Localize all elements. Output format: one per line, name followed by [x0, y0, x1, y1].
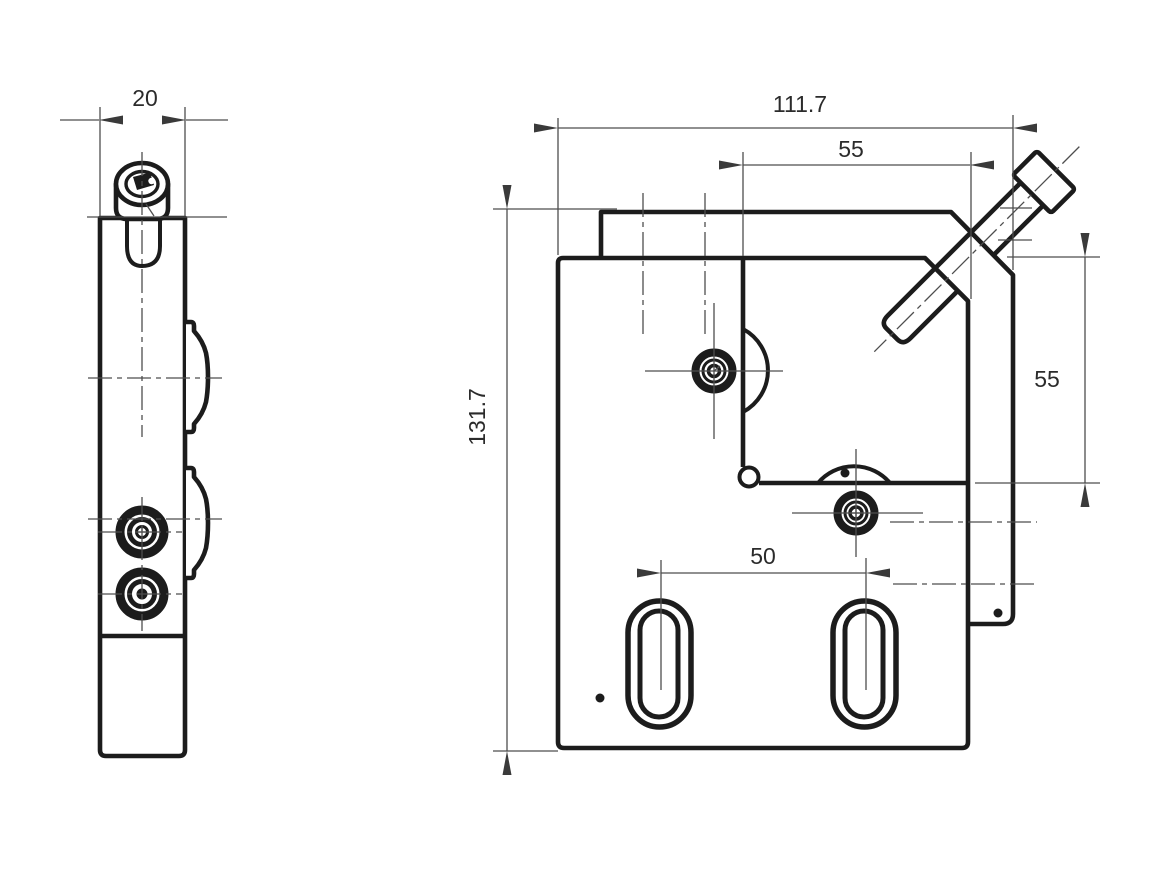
dim-step-height-label: 55	[1034, 366, 1060, 392]
angled-screw-shank-edge	[933, 181, 1023, 270]
dome-arc-2	[816, 464, 892, 485]
front-plate-outline	[555, 255, 971, 751]
dome-bump-1	[186, 319, 211, 435]
dim-overall-width-label: 111.7	[773, 91, 827, 117]
dim-slot-spacing-label: 50	[750, 543, 776, 569]
side-view: 20	[60, 85, 228, 759]
angled-screw-shank-edge	[992, 203, 1045, 257]
hex-socket	[133, 172, 154, 190]
socket-highlight	[148, 177, 155, 185]
dim-step-width: 55	[719, 136, 994, 299]
dim-side-width-label: 20	[132, 85, 158, 111]
screw-shank	[125, 219, 162, 269]
step-cutout	[737, 260, 966, 489]
angled-screw-axis	[873, 146, 1080, 353]
side-plate-outline	[97, 215, 188, 759]
screw-tick	[145, 203, 155, 217]
corner-relief-hole	[737, 465, 761, 489]
dim-overall-height: 131.7	[464, 185, 617, 775]
dim-step-width-label: 55	[838, 136, 864, 162]
pin-dot	[595, 693, 605, 703]
dim-overall-width: 111.7	[534, 91, 1037, 270]
front-view: 111.7 55 55 131.7 50	[464, 91, 1100, 775]
dim-side-width: 20	[60, 85, 228, 218]
pin-dot	[840, 468, 850, 478]
pin-dot	[993, 608, 1003, 618]
slot-right	[830, 598, 899, 730]
dim-slot-spacing: 50	[637, 543, 890, 578]
dim-overall-height-label: 131.7	[464, 388, 490, 446]
dim-step-height: 55	[975, 233, 1100, 507]
slot-left	[625, 598, 694, 730]
dome-bump-2	[186, 465, 211, 581]
angled-screw	[873, 146, 1080, 353]
